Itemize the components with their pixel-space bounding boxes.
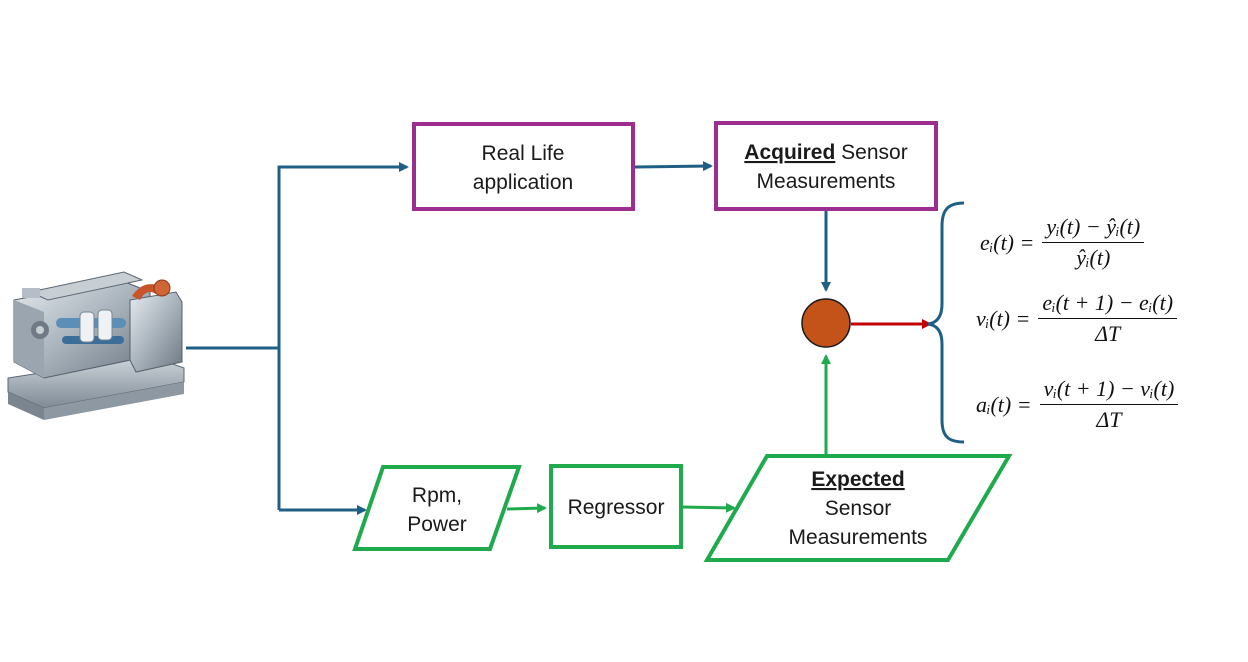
acquired-line2: Measurements [757,170,896,193]
equation-error: eᵢ(t) = yᵢ(t) − ŷᵢ(t) ŷᵢ(t) [980,214,1145,271]
real-life-line2: application [473,171,573,194]
acquired-line1: Acquired Sensor [744,141,907,164]
arrow-to-regressor [506,503,547,514]
connector-split [277,162,409,510]
real-life-line1: Real Life [482,142,565,165]
equation-velocity-lhs: vᵢ(t) = [976,305,1031,331]
rpm-power-line1: Rpm, [412,484,462,507]
engine-image [7,271,185,420]
arrow-to-expected [681,502,736,513]
comparison-node [801,298,851,348]
equation-acceleration-lhs: aᵢ(t) = [976,391,1032,417]
rpm-power-box: Rpm, Power [352,465,522,551]
acquired-box: Acquired Sensor Measurements [714,121,938,211]
equation-acceleration-fraction: vᵢ(t + 1) − vᵢ(t) ΔT [1039,376,1179,433]
acquired-rest: Sensor [835,141,907,164]
equation-velocity-fraction: eᵢ(t + 1) − eᵢ(t) ΔT [1038,290,1178,347]
equation-velocity-numerator: eᵢ(t + 1) − eᵢ(t) [1038,290,1178,319]
equation-acceleration: aᵢ(t) = vᵢ(t + 1) − vᵢ(t) ΔT [976,376,1179,433]
curly-brace [927,201,965,444]
expected-line3: Measurements [789,526,928,549]
regressor-box: Regressor [549,464,683,549]
equation-error-numerator: yᵢ(t) − ŷᵢ(t) [1042,214,1145,243]
real-life-box: Real Life application [412,122,635,211]
equation-error-lhs: eᵢ(t) = [980,229,1035,255]
equation-error-fraction: yᵢ(t) − ŷᵢ(t) ŷᵢ(t) [1042,214,1145,271]
expected-emph: Expected [811,468,904,491]
equation-acceleration-numerator: vᵢ(t + 1) − vᵢ(t) [1039,376,1179,405]
expected-box: Expected Sensor Measurements [703,454,1013,562]
regressor-label: Regressor [568,496,665,519]
equation-error-denominator: ŷᵢ(t) [1076,245,1111,270]
arrow-to-acquired [633,161,713,172]
acquired-emph: Acquired [744,141,835,164]
equation-acceleration-denominator: ΔT [1096,407,1122,432]
expected-line2: Sensor [825,497,892,520]
equation-velocity: vᵢ(t) = eᵢ(t + 1) − eᵢ(t) ΔT [976,290,1178,347]
equation-velocity-denominator: ΔT [1095,321,1121,346]
rpm-power-line2: Power [407,513,467,536]
